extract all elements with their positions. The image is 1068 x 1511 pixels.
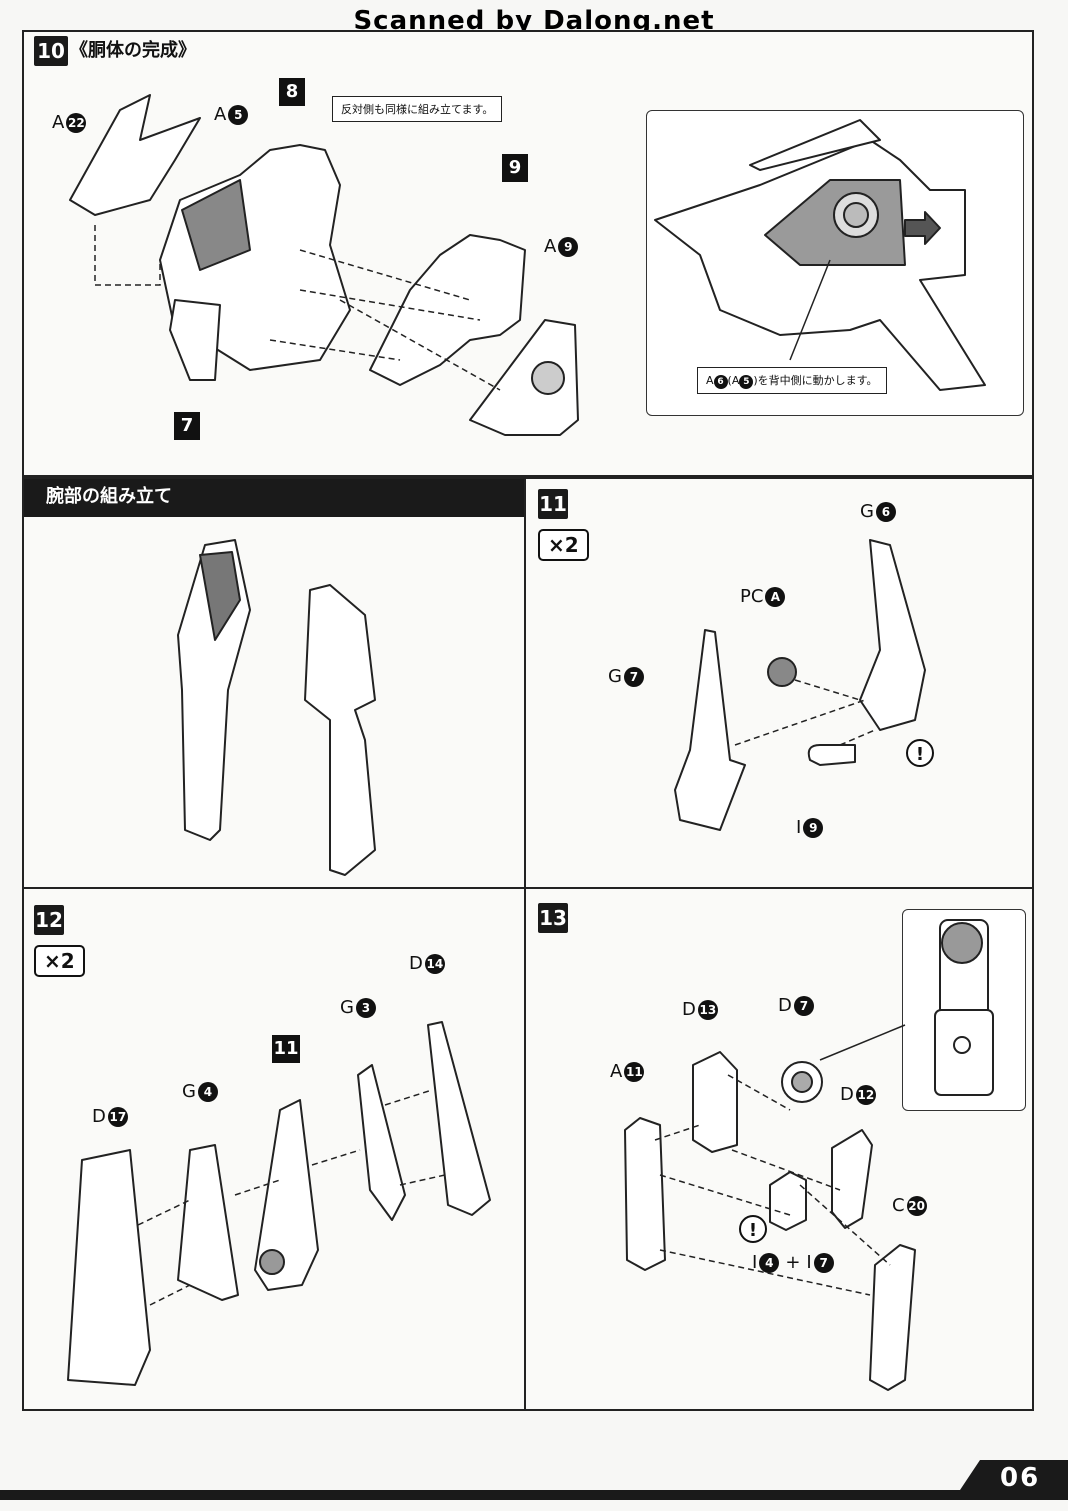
inset-note-num2: 5 bbox=[739, 375, 754, 389]
part-label-d12: D 12 bbox=[840, 1084, 876, 1105]
part-label-a11: A 11 bbox=[610, 1061, 645, 1082]
subassembly-8: 8 bbox=[279, 78, 305, 106]
inset-note-letter: A bbox=[706, 374, 714, 387]
inset-note-paren: (A bbox=[727, 374, 740, 387]
part-letter: I bbox=[752, 1252, 758, 1273]
subassembly-9: 9 bbox=[502, 154, 528, 182]
part-i9 bbox=[807, 744, 856, 766]
part-number: 4 bbox=[759, 1252, 780, 1273]
inset-note-text: )を背中側に動かします。 bbox=[753, 374, 878, 387]
part-pca bbox=[767, 657, 797, 687]
part-label-g6: G 6 bbox=[860, 501, 896, 522]
part-g4 bbox=[177, 1144, 239, 1301]
step12-multiplier: ×2 bbox=[34, 945, 85, 977]
part-g7 bbox=[674, 629, 746, 831]
part-letter: C bbox=[892, 1195, 905, 1216]
arm-section-panel: 腕部の組み立て bbox=[22, 477, 526, 889]
part-letter: I bbox=[806, 1252, 812, 1273]
armor-plate-a22 bbox=[69, 94, 201, 216]
part-letter: D bbox=[409, 953, 423, 974]
part-letter: A bbox=[544, 236, 557, 257]
part-number: 4 bbox=[197, 1081, 218, 1102]
part-label-g4: G 4 bbox=[182, 1081, 218, 1102]
part-label-d7: D 7 bbox=[778, 995, 814, 1016]
part-number: 9 bbox=[558, 236, 579, 257]
part-d13 bbox=[692, 1051, 738, 1153]
part-d14 bbox=[427, 1021, 491, 1216]
part-number: 3 bbox=[355, 997, 376, 1018]
step13-number: 13 bbox=[538, 903, 568, 933]
part-letter: D bbox=[840, 1084, 854, 1105]
arm-assembled-back bbox=[304, 584, 376, 876]
part-letter: D bbox=[778, 995, 792, 1016]
part-label-a5: A 5 bbox=[214, 104, 249, 125]
part-number: 7 bbox=[793, 995, 814, 1016]
step12-number: 12 bbox=[34, 905, 64, 935]
part-number: 5 bbox=[228, 104, 249, 125]
part-label-a9: A 9 bbox=[544, 236, 579, 257]
part-letter: G bbox=[608, 666, 622, 687]
step10-number: 10 bbox=[34, 36, 68, 66]
part-letter: G bbox=[860, 501, 874, 522]
part-number: 7 bbox=[623, 666, 644, 687]
part-g6 bbox=[859, 539, 926, 731]
step10-title: 《胴体の完成》 bbox=[70, 40, 196, 61]
part-label-pca: PC A bbox=[740, 586, 786, 607]
part-letter: A bbox=[610, 1061, 623, 1082]
part-number: 7 bbox=[813, 1252, 834, 1273]
part-number: 9 bbox=[803, 817, 824, 838]
arm-section-header: 腕部の組み立て bbox=[24, 479, 524, 517]
part-g11-assembly bbox=[254, 1099, 319, 1291]
mirror-note: 反対側も同様に組み立てます。 bbox=[332, 96, 503, 122]
part-a11 bbox=[624, 1117, 666, 1271]
part-letter: A bbox=[52, 112, 65, 133]
part-letter: G bbox=[182, 1081, 196, 1102]
part-number: 11 bbox=[624, 1061, 645, 1082]
part-d17 bbox=[67, 1149, 151, 1386]
part-number: 14 bbox=[424, 953, 445, 974]
caution-icon: ! bbox=[906, 739, 934, 767]
part-label-c20: C 20 bbox=[892, 1195, 927, 1216]
part-letter: A bbox=[214, 104, 227, 125]
part-label-d14: D 14 bbox=[409, 953, 445, 974]
part-i4-i7 bbox=[769, 1171, 807, 1231]
inset-note-num1: 6 bbox=[713, 375, 728, 389]
footer-bar bbox=[0, 1460, 1068, 1500]
part-label-i4-i7: I 4 + I 7 bbox=[752, 1252, 834, 1273]
part-label-g7: G 7 bbox=[608, 666, 644, 687]
part-number: 13 bbox=[697, 999, 718, 1020]
subassembly-7: 7 bbox=[174, 412, 200, 440]
arm-assembled-front bbox=[177, 539, 251, 841]
part-g3 bbox=[357, 1064, 406, 1221]
part-letter: PC bbox=[740, 586, 764, 607]
subassembly-11: 11 bbox=[272, 1035, 300, 1063]
part-letter: D bbox=[92, 1106, 106, 1127]
part-c20 bbox=[869, 1244, 916, 1391]
part-label-d13: D 13 bbox=[682, 999, 718, 1020]
part-number: 6 bbox=[875, 501, 896, 522]
page-number: 06 bbox=[1000, 1463, 1041, 1493]
part-number: 12 bbox=[855, 1084, 876, 1105]
caution-icon: ! bbox=[739, 1215, 767, 1243]
plate-a9 bbox=[469, 319, 579, 436]
part-letter: G bbox=[340, 997, 354, 1018]
part-letter: D bbox=[682, 999, 696, 1020]
part-label-d17: D 17 bbox=[92, 1106, 128, 1127]
part-label-a22: A 22 bbox=[52, 112, 87, 133]
part-letter: I bbox=[796, 817, 802, 838]
step11-multiplier: ×2 bbox=[538, 529, 589, 561]
part-number: A bbox=[765, 586, 786, 607]
step11-number: 11 bbox=[538, 489, 568, 519]
part-label-g3: G 3 bbox=[340, 997, 376, 1018]
part-number: 17 bbox=[107, 1106, 128, 1127]
part-d12 bbox=[831, 1129, 873, 1229]
part-label-i9: I 9 bbox=[796, 817, 824, 838]
part-number: 22 bbox=[66, 112, 87, 133]
part-number: 20 bbox=[906, 1195, 927, 1216]
plus-sign: + bbox=[785, 1252, 801, 1273]
side-armor-9 bbox=[369, 234, 526, 386]
